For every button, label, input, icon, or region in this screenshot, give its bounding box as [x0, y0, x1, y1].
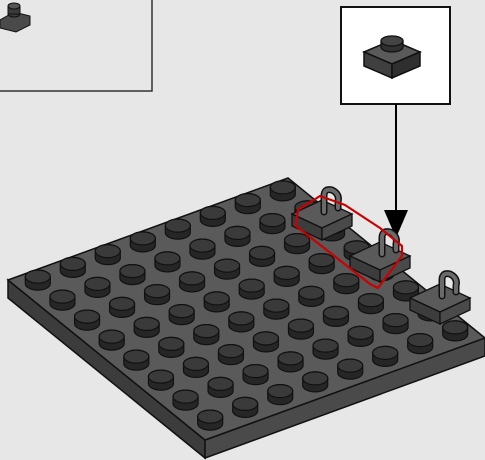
- stud: [443, 321, 468, 341]
- stud: [120, 265, 145, 285]
- stud: [358, 294, 383, 314]
- stud: [50, 290, 75, 310]
- stud: [299, 286, 324, 306]
- stud: [134, 317, 159, 337]
- stud: [229, 312, 254, 332]
- stud: [348, 326, 373, 346]
- stud: [373, 346, 398, 366]
- stud: [235, 194, 260, 214]
- stud: [338, 359, 363, 379]
- stud: [334, 274, 359, 294]
- stud: [239, 279, 264, 299]
- stud: [270, 181, 295, 201]
- stud: [323, 306, 348, 326]
- stud: [200, 206, 225, 226]
- stud: [250, 246, 275, 266]
- stud: [183, 357, 208, 377]
- stud: [60, 257, 85, 277]
- stud: [99, 330, 124, 350]
- insert-arrow: [384, 104, 408, 238]
- stud: [225, 226, 250, 246]
- stud: [313, 339, 338, 359]
- stud: [204, 292, 229, 312]
- stud: [169, 305, 194, 325]
- stud: [159, 337, 184, 357]
- stud: [194, 325, 219, 345]
- parts-callout: [341, 7, 450, 104]
- stud: [155, 252, 180, 272]
- stud: [25, 270, 50, 290]
- stud: [124, 350, 149, 370]
- stud: [95, 245, 120, 265]
- stud: [110, 297, 135, 317]
- stud: [268, 385, 293, 405]
- stud: [208, 377, 233, 397]
- stud: [218, 345, 243, 365]
- previous-step-callout: [0, 0, 152, 91]
- stud: [309, 254, 334, 274]
- stud: [145, 285, 170, 305]
- stud: [264, 299, 289, 319]
- stud: [243, 365, 268, 385]
- stud: [173, 390, 198, 410]
- stud: [383, 314, 408, 334]
- stud: [85, 277, 110, 297]
- stud: [198, 410, 223, 430]
- base-plate-8x8: [8, 178, 485, 458]
- stud: [303, 372, 328, 392]
- stud: [285, 234, 310, 254]
- stud: [274, 266, 299, 286]
- stud: [130, 232, 155, 252]
- stud: [408, 334, 433, 354]
- stud: [260, 214, 285, 234]
- stud: [215, 259, 240, 279]
- stud: [233, 397, 258, 417]
- stud: [180, 272, 205, 292]
- stud: [75, 310, 100, 330]
- stud: [190, 239, 215, 259]
- stud: [165, 219, 190, 239]
- stud: [288, 319, 313, 339]
- stud: [278, 352, 303, 372]
- stud: [148, 370, 173, 390]
- stud: [253, 332, 278, 352]
